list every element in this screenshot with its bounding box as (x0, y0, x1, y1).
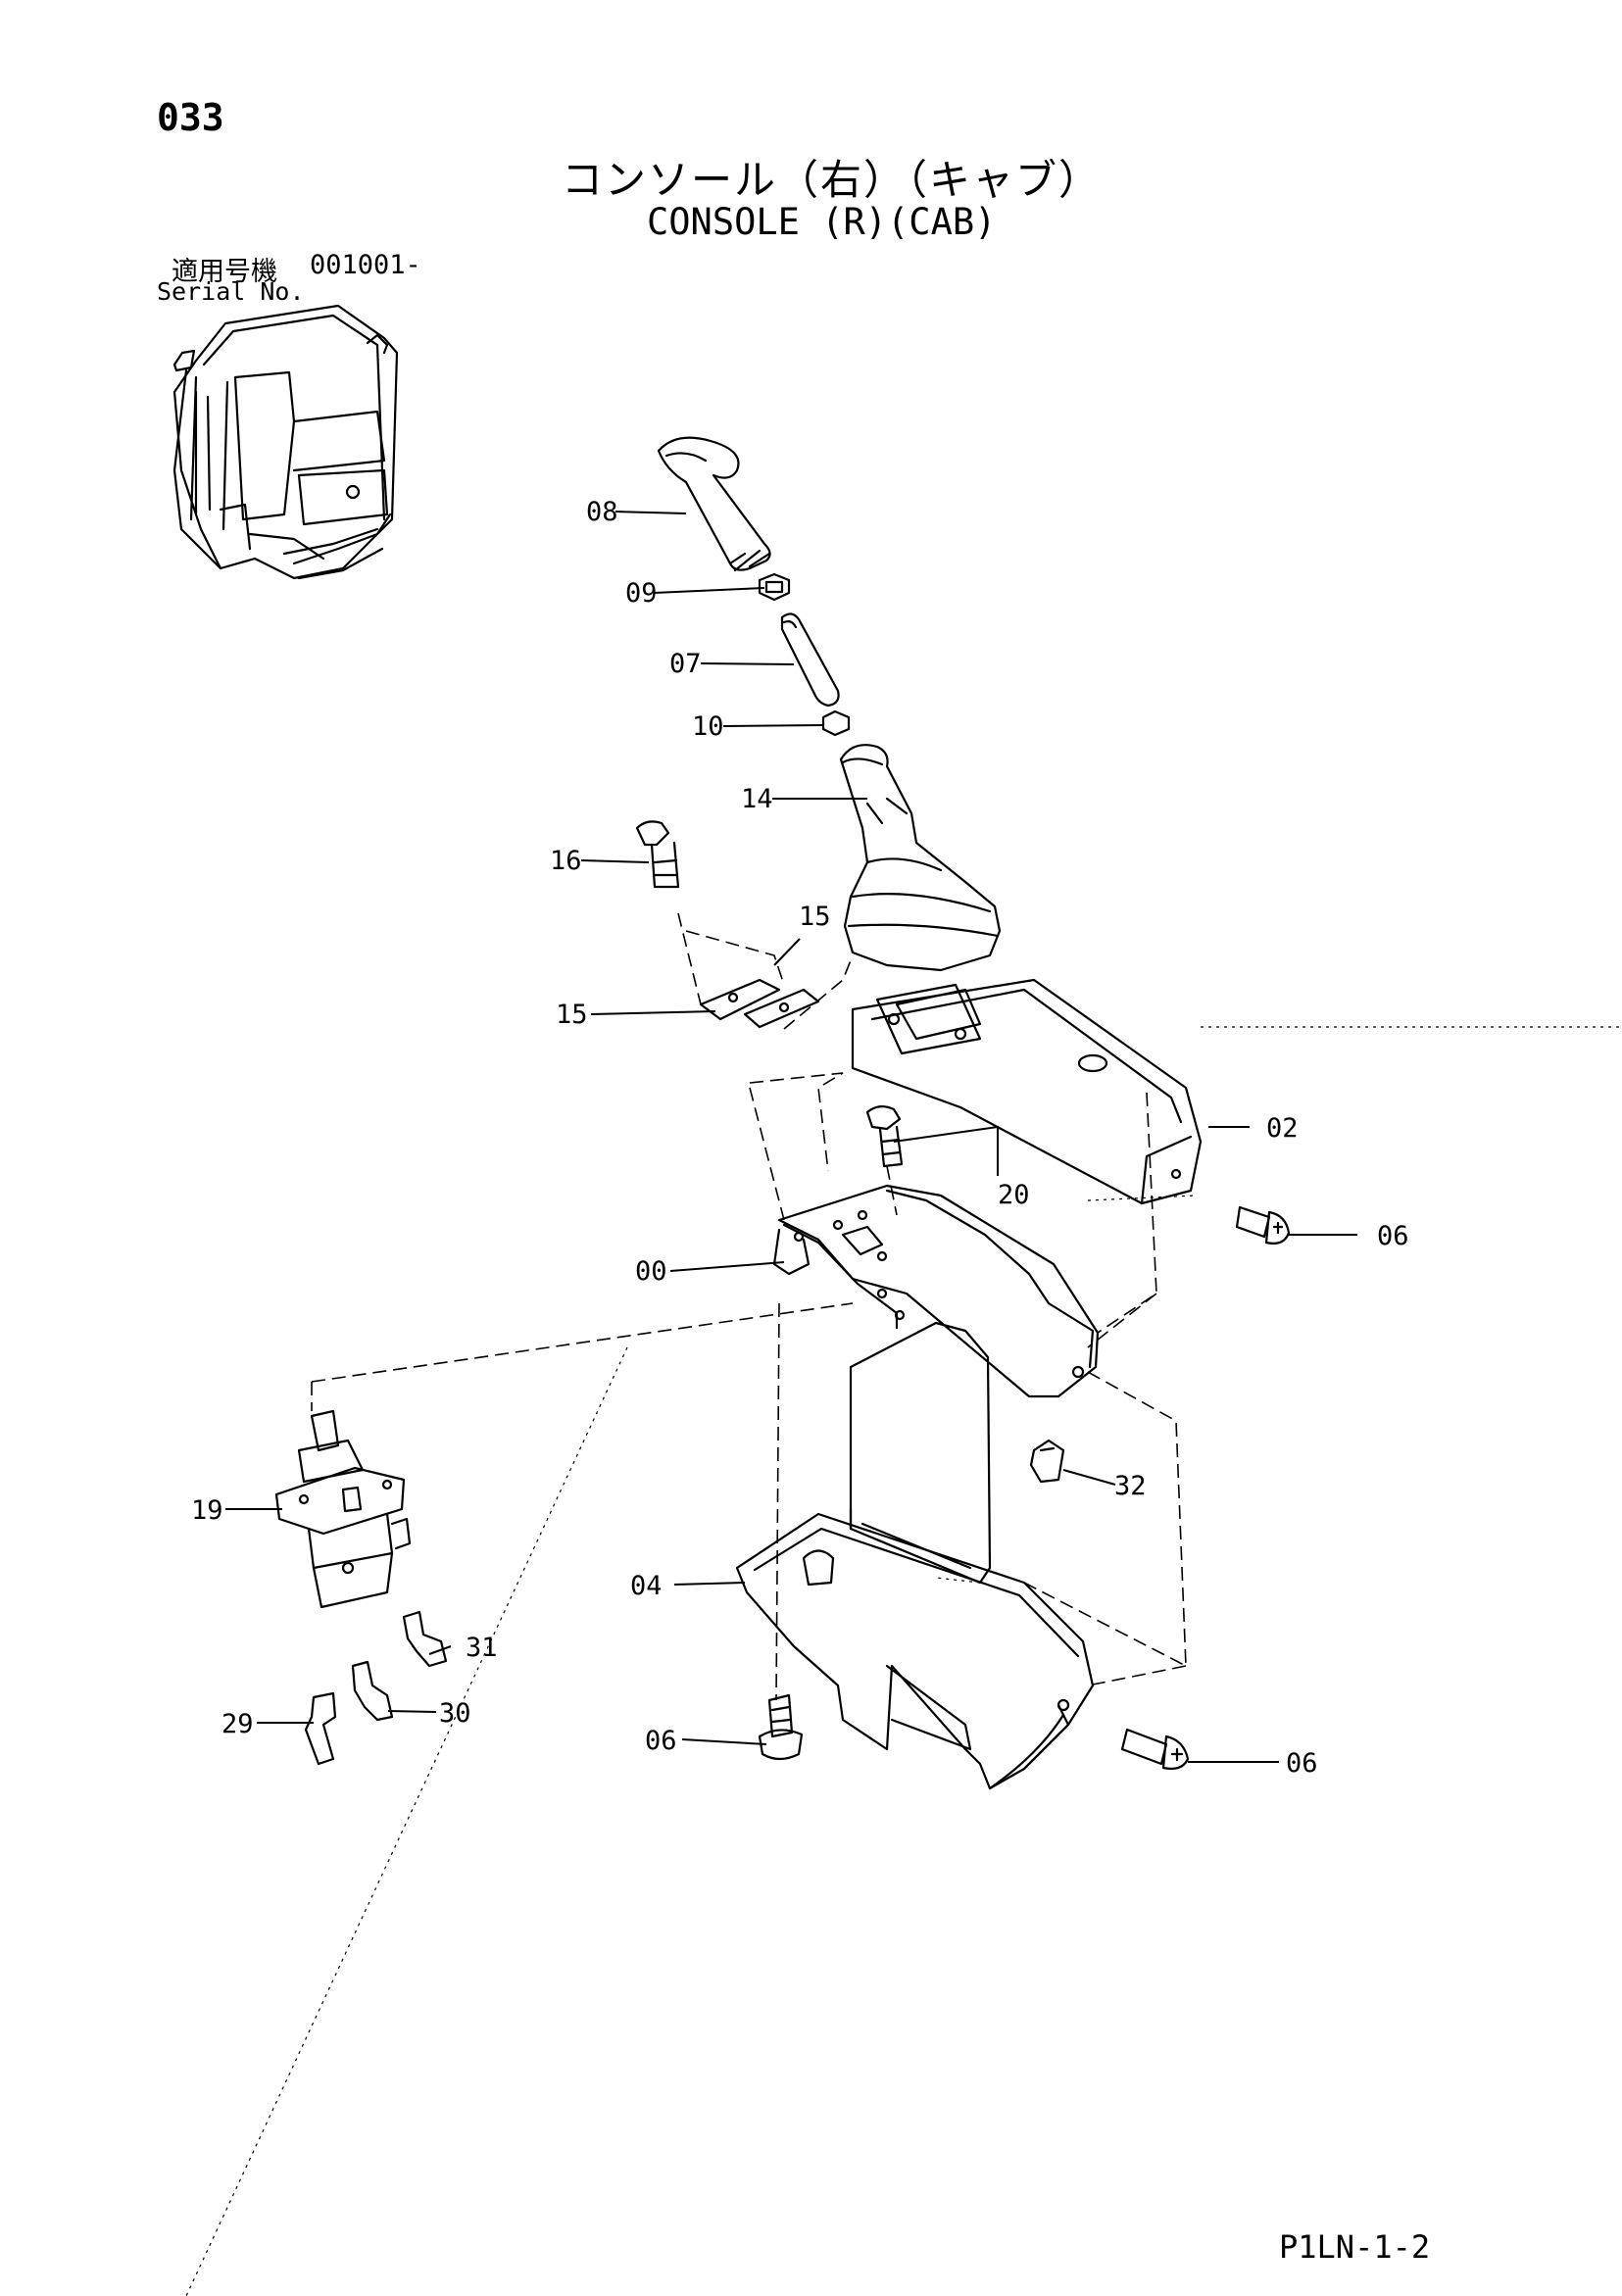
callout-29: 29 (221, 1709, 254, 1739)
part-frame-00 (772, 1184, 1100, 1398)
part-knob (657, 436, 771, 572)
callout-15-upper: 15 (799, 902, 831, 932)
part-elbow-30 (351, 1660, 394, 1722)
callout-09: 09 (625, 578, 658, 609)
callout-labels: 08 09 07 10 14 16 15 15 02 20 06 00 19 3… (191, 497, 1409, 1779)
callout-30: 30 (439, 1698, 471, 1729)
part-screw-06-a (1235, 1205, 1291, 1245)
page-number: 033 (157, 96, 224, 139)
leader-lines (225, 511, 1357, 1763)
part-bolt-20 (865, 1105, 904, 1168)
reference-lines (185, 1026, 1622, 2296)
callout-07: 07 (669, 649, 702, 679)
title-english: CONSOLE (R)(CAB) (647, 201, 997, 243)
callout-08: 08 (586, 497, 618, 527)
callout-06-bottom-left: 06 (645, 1726, 677, 1756)
part-plates-15 (699, 978, 820, 1029)
part-elbow-31 (402, 1610, 448, 1668)
part-clip-32 (1029, 1439, 1065, 1484)
callout-10: 10 (692, 711, 724, 742)
part-elbow-29 (304, 1691, 337, 1766)
serial-label-english: Serial No. (157, 277, 305, 306)
part-nut-10 (821, 709, 851, 737)
callout-16: 16 (550, 846, 582, 876)
callout-02: 02 (1266, 1113, 1299, 1144)
assembly-lines (311, 912, 1187, 1701)
callout-19: 19 (191, 1495, 223, 1526)
part-lower-cover-04 (735, 1512, 1095, 1790)
part-boot-14 (839, 744, 1002, 972)
callout-20: 20 (998, 1180, 1030, 1210)
callout-06-upper-right: 06 (1377, 1221, 1409, 1251)
part-screw-06-b (1120, 1728, 1190, 1771)
part-pilot-valve-19 (274, 1409, 412, 1609)
part-rod-07 (780, 612, 840, 708)
part-cover-02 (851, 978, 1203, 1205)
part-gasket (849, 1321, 992, 1585)
callout-06-bottom-right: 06 (1286, 1748, 1318, 1779)
callout-15-lower: 15 (556, 1000, 588, 1030)
part-nut-09 (758, 572, 791, 602)
part-bolt-16 (635, 820, 680, 889)
part-screw-06-c (758, 1693, 804, 1761)
serial-number-value: 001001- (310, 250, 421, 280)
serial-label-japanese: 適用号機 (172, 257, 277, 287)
callout-31: 31 (466, 1633, 498, 1663)
document-code: P1LN-1-2 (1279, 2228, 1431, 2266)
callout-04: 04 (630, 1571, 663, 1601)
title-japanese: コンソール（右）（キャブ） (562, 156, 1103, 204)
callout-14: 14 (741, 784, 773, 814)
callout-00: 00 (635, 1256, 667, 1287)
callout-32: 32 (1114, 1471, 1147, 1501)
cab-thumbnail (172, 304, 399, 580)
